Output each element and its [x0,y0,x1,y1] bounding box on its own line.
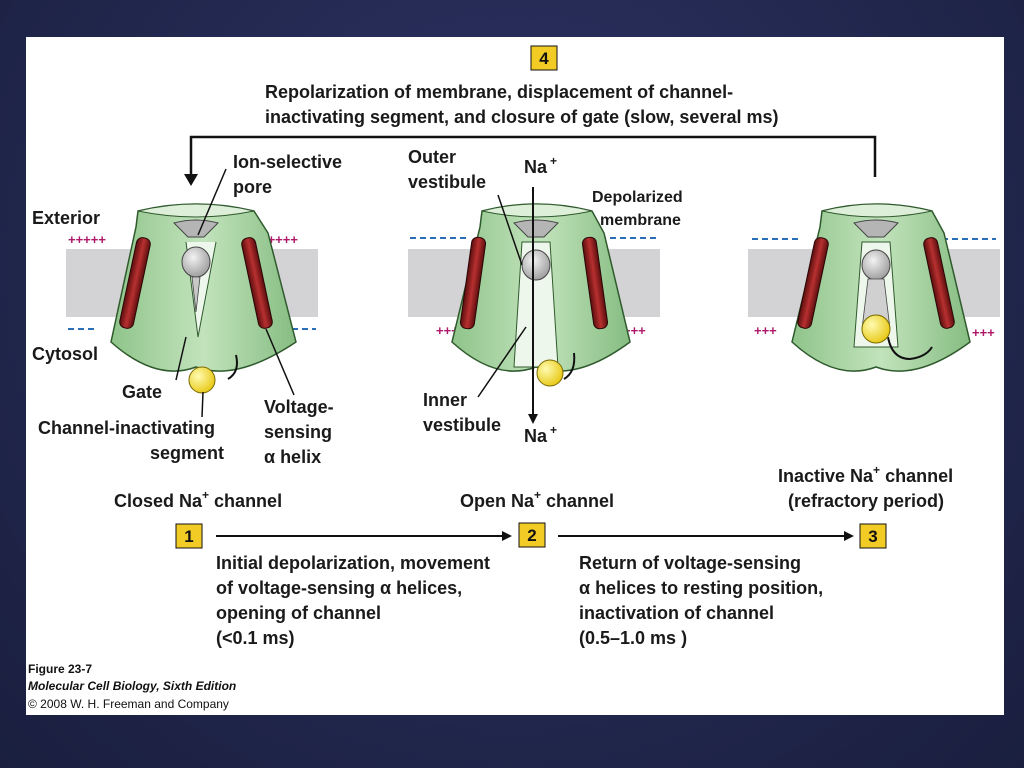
feedback-path [189,135,877,177]
step-3-badge [859,523,887,549]
step-2-text-line1: Return of voltage-sensing [579,553,801,573]
step-2-text-line3: inactivation of channel [579,603,774,623]
step-4-number: 4 [539,49,549,68]
leader-voltage [265,328,295,396]
caption-book: Molecular Cell Biology, Sixth Edition [28,679,236,693]
inactive-channel [791,203,971,372]
label-gate: Gate [122,382,162,402]
slide: 4 Repolarization of membrane, displaceme… [26,37,1004,715]
step-1-text-line4: (<0.1 ms) [216,628,295,648]
state-open: Open Na+ channel [460,488,614,511]
plus-charges-3-left: +++ [754,323,777,338]
state-refractory: (refractory period) [788,491,944,511]
step-2-text-line4: (0.5–1.0 ms ) [579,628,687,648]
label-pore: pore [233,177,272,197]
label-cytosol: Cytosol [32,344,98,364]
plus-charges-1-left: +++++ [68,232,106,247]
label-exterior: Exterior [32,208,100,228]
closed-channel [110,203,297,394]
label-voltage: Voltage- [264,397,334,417]
step-3-number: 3 [868,527,877,546]
step-4-badge [530,45,558,71]
label-na-bottom: Na [524,426,548,446]
label-ion-selective: Ion-selective [233,152,342,172]
label-membrane: membrane [600,212,681,229]
feedback-arrowhead [184,174,198,186]
plus-charges-3-right: +++ [972,325,995,340]
label-alpha-helix: α helix [264,447,321,467]
label-vestibule: vestibule [408,172,486,192]
leader-inner-vestibule [477,326,527,398]
label-segment: segment [150,443,224,463]
step-1-text-line2: of voltage-sensing α helices, [216,578,462,598]
sodium-channel-diagram: 4 Repolarization of membrane, displaceme… [28,45,1000,711]
label-na-top: Na [524,157,548,177]
label-inner-vestibule: vestibule [423,415,501,435]
label-channel-inactivating: Channel-inactivating [38,418,215,438]
step-2-number: 2 [527,526,536,545]
state-closed: Closed Na+ channel [114,488,282,511]
label-na-top-sup: + [550,154,557,168]
step-4-text-line2: inactivating segment, and closure of gat… [265,107,778,127]
leader-inactivating [201,391,204,418]
open-channel [451,203,631,387]
label-na-bottom-sup: + [550,423,557,437]
step-1-text-line3: opening of channel [216,603,381,623]
label-inner: Inner [423,390,467,410]
step-1-text-line1: Initial depolarization, movement [216,553,490,573]
label-sensing: sensing [264,422,332,442]
leader-ion-pore [197,168,227,236]
state-inactive: Inactive Na+ channel [778,463,953,486]
step-1-number: 1 [184,527,193,546]
label-depolarized: Depolarized [592,189,683,206]
label-outer: Outer [408,147,456,167]
leader-outer-vestibule [497,194,523,266]
caption-figure: Figure 23-7 [28,662,92,676]
step-2-text-line2: α helices to resting position, [579,578,823,598]
leader-gate [175,336,187,381]
step-4-text-line1: Repolarization of membrane, displacement… [265,82,733,102]
step-2-badge [518,522,546,548]
caption-copyright: © 2008 W. H. Freeman and Company [28,697,229,711]
step-1-badge [175,523,203,549]
